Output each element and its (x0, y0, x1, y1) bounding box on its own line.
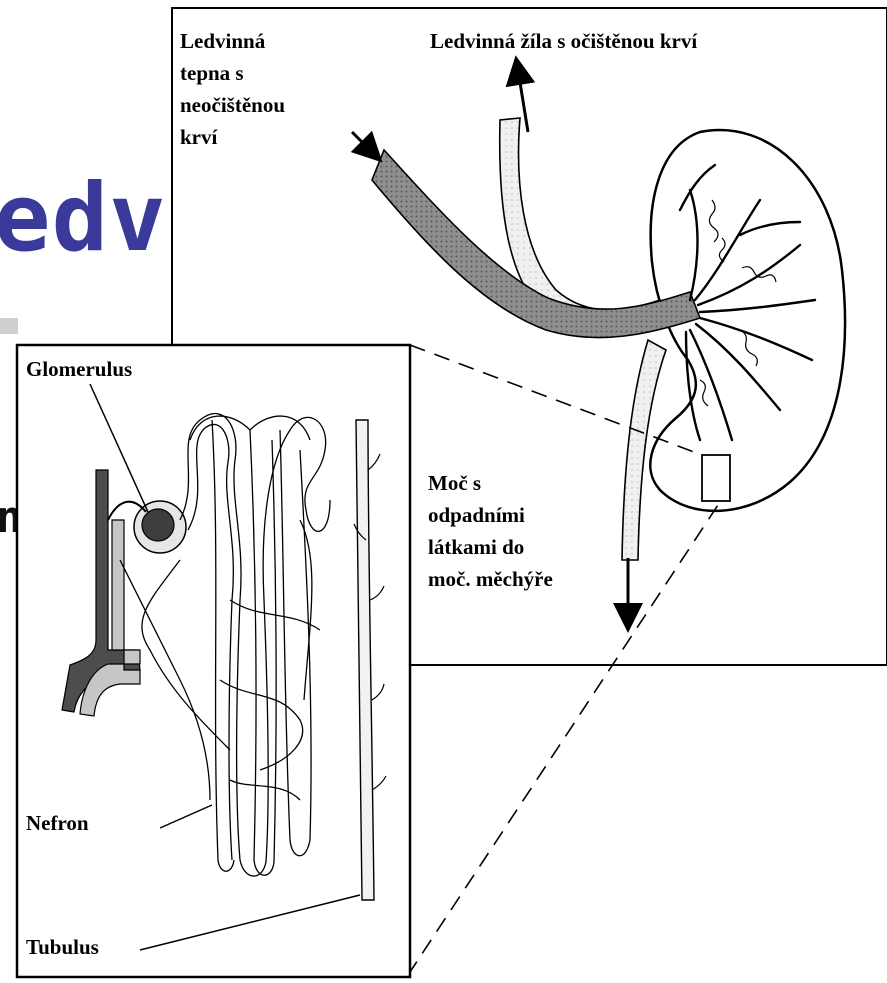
label-glomerulus: Glomerulus (26, 357, 132, 381)
glomerulus-core (142, 509, 174, 541)
label-nephron: Nefron (26, 811, 89, 835)
label-tubulus: Tubulus (26, 935, 99, 959)
label-renal-vein: Ledvinná žíla s očištěnou krví (430, 29, 698, 53)
nephron-panel: Glomerulus Nefron Tubulus (17, 345, 410, 977)
zoom-region-marker (702, 455, 730, 501)
